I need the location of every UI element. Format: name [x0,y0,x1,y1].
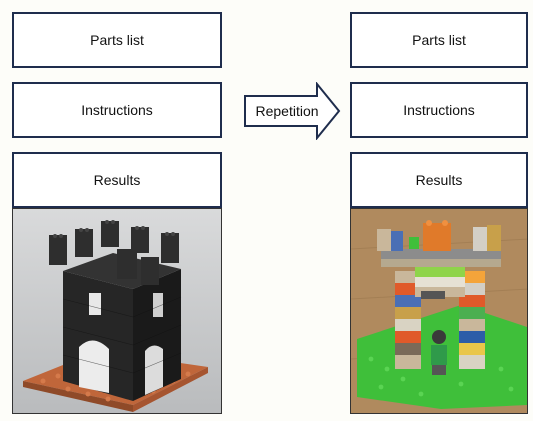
right-results-box: Results [350,152,528,208]
left-parts-list-label: Parts list [90,32,144,48]
repetition-arrow: Repetition [243,81,341,141]
right-parts-list-label: Parts list [412,32,466,48]
left-result-photo [12,208,222,414]
right-result-photo [350,208,528,414]
left-results-box: Results [12,152,222,208]
right-instructions-box: Instructions [350,82,528,138]
right-arrow-icon [244,81,341,141]
left-instructions-label: Instructions [81,102,153,118]
left-parts-list-box: Parts list [12,12,222,68]
right-instructions-label: Instructions [403,102,475,118]
left-instructions-box: Instructions [12,82,222,138]
right-parts-list-box: Parts list [350,12,528,68]
right-results-label: Results [415,172,463,188]
repetition-label: Repetition [255,103,319,119]
left-results-label: Results [93,172,141,188]
